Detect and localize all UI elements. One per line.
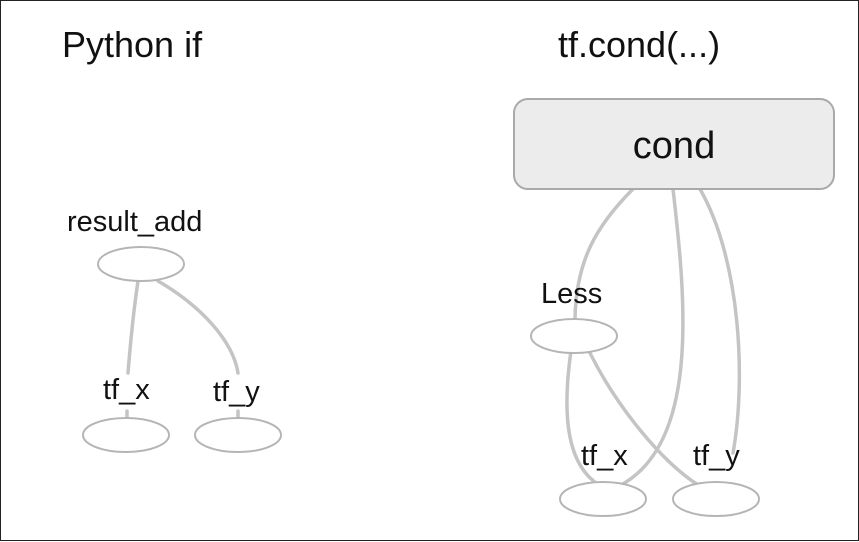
right-tf-x-node[interactable] <box>559 481 647 517</box>
edge-less-to-tf-x <box>565 349 601 487</box>
left-tf-y-label: tf_y <box>213 376 260 408</box>
less-label: Less <box>541 278 602 310</box>
left-tf-y-node[interactable] <box>194 417 282 453</box>
edge-cond-to-tf-y <box>698 187 742 455</box>
python-if-panel: Python if result_add tf_x tf_y <box>62 24 282 453</box>
edge-cond-to-less <box>573 187 635 321</box>
cond-node[interactable] <box>513 98 835 190</box>
edge-less-to-tf-y <box>587 349 700 487</box>
left-tf-x-label: tf_x <box>103 374 150 406</box>
python-if-title: Python if <box>62 24 203 65</box>
edge-cond-to-tf-x <box>611 187 685 491</box>
right-tf-y-node[interactable] <box>672 481 760 517</box>
tf-cond-title: tf.cond(...) <box>558 24 720 65</box>
right-tf-y-label: tf_y <box>693 440 740 472</box>
result-add-label: result_add <box>67 206 202 238</box>
cond-label: cond <box>633 125 715 167</box>
result-add-node[interactable] <box>97 246 185 282</box>
edge-result-add-to-tf-x <box>126 279 140 375</box>
right-tf-x-label: tf_x <box>581 440 628 472</box>
edge-result-add-to-tf-y <box>156 279 240 375</box>
left-tf-x-node[interactable] <box>82 417 170 453</box>
tf-cond-panel: tf.cond(...) cond Less tf_x tf_y <box>513 24 835 517</box>
less-node[interactable] <box>530 318 618 354</box>
